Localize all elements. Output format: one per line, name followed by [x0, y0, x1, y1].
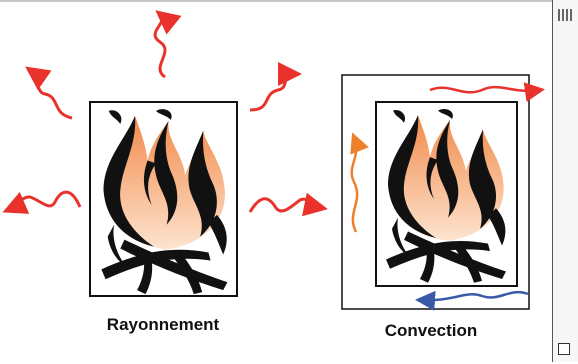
radiation-wave-upper-right: [250, 74, 296, 110]
diagram-canvas: Rayonnement Convection: [0, 0, 552, 362]
radiation-wave-right: [250, 199, 322, 212]
heat-transfer-diagram: [0, 2, 552, 364]
square-notch-icon[interactable]: [558, 343, 570, 355]
radiation-wave-upper-left: [30, 70, 72, 118]
radiation-wave-left: [8, 192, 80, 210]
radiation-wave-top: [155, 14, 165, 77]
radiation-panel: [8, 14, 322, 296]
grip-icon[interactable]: [558, 9, 572, 21]
radiation-caption: Rayonnement: [107, 315, 219, 335]
vertical-scrollbar[interactable]: [552, 0, 578, 362]
convection-panel: [342, 75, 540, 309]
convection-caption: Convection: [385, 321, 478, 341]
